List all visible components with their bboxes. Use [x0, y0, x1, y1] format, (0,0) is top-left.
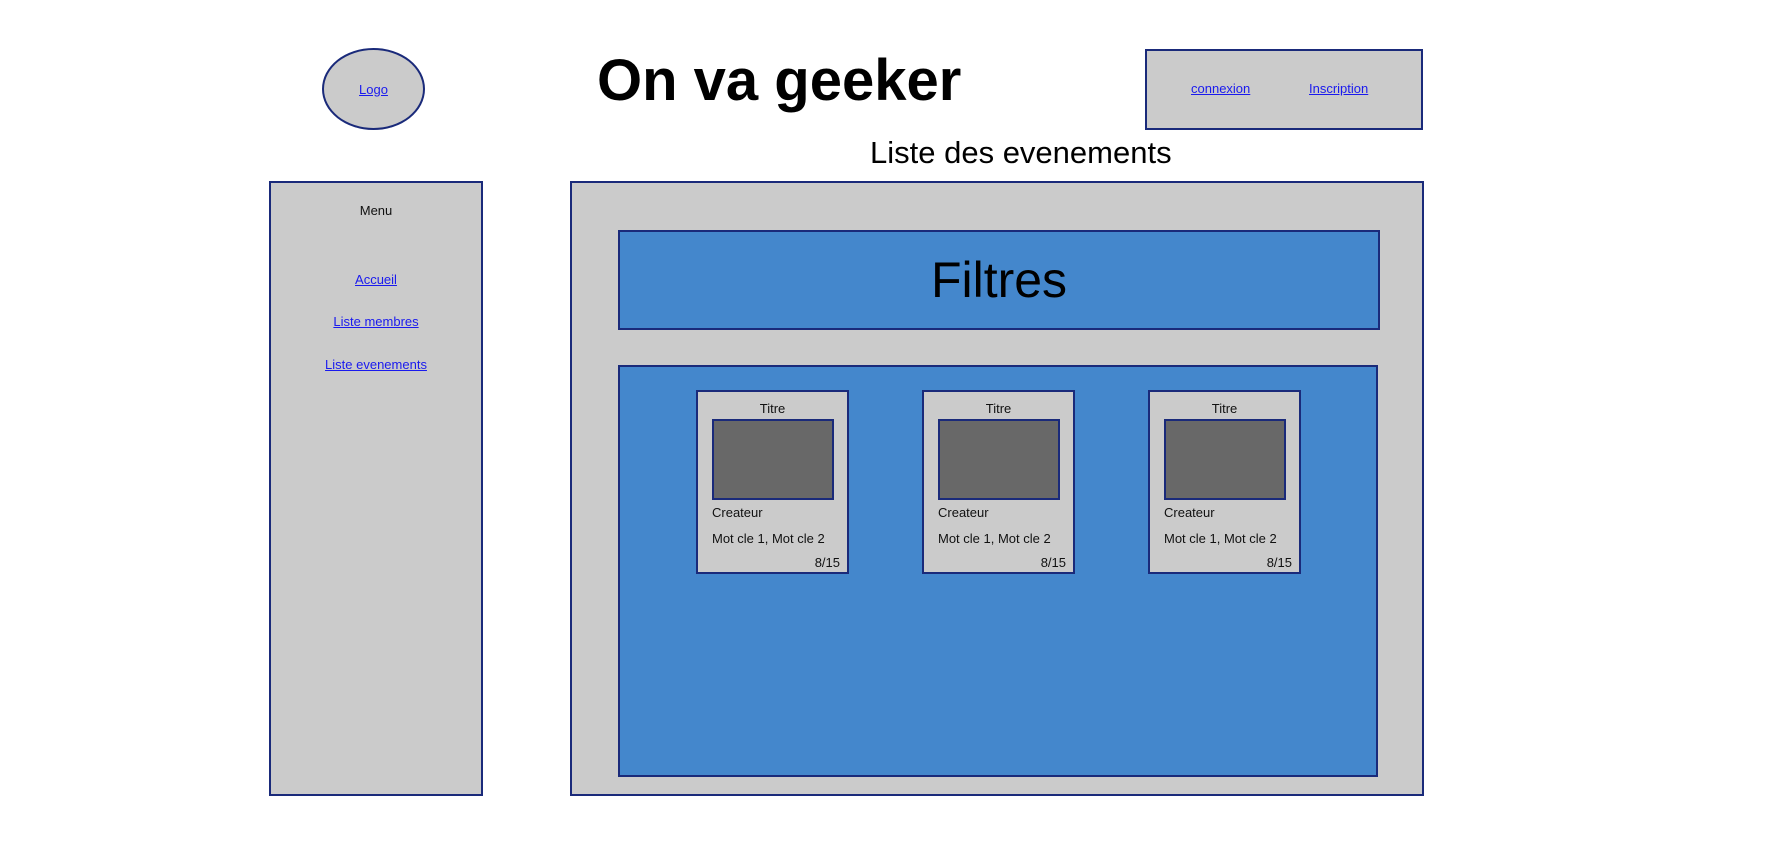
- event-title: Titre: [1211, 401, 1238, 416]
- page-subtitle: Liste des evenements: [870, 135, 1172, 170]
- event-participant-count: 8/15: [1266, 555, 1292, 570]
- event-creator: Createur: [712, 505, 763, 520]
- events-list: Titre Createur Mot cle 1, Mot cle 2 8/15…: [618, 365, 1378, 777]
- event-keywords: Mot cle 1, Mot cle 2: [712, 531, 825, 546]
- event-keywords: Mot cle 1, Mot cle 2: [938, 531, 1051, 546]
- filters-label: Filtres: [930, 252, 1068, 308]
- event-image: [1164, 419, 1286, 500]
- event-title: Titre: [759, 401, 786, 416]
- sidebar-item-label[interactable]: Liste membres: [333, 314, 419, 329]
- auth-box: connexion Inscription: [1145, 49, 1423, 130]
- sidebar-item-accueil[interactable]: Accueil: [271, 271, 481, 289]
- event-card[interactable]: Titre Createur Mot cle 1, Mot cle 2 8/15: [1148, 390, 1301, 574]
- sidebar-title: Menu: [359, 203, 393, 218]
- sidebar-menu: Menu Accueil Liste membres Liste eveneme…: [269, 181, 483, 796]
- main-panel: Filtres Titre Createur Mot cle 1, Mot cl…: [570, 181, 1424, 796]
- sidebar-item-liste-membres[interactable]: Liste membres: [271, 313, 481, 331]
- sidebar-item-label[interactable]: Accueil: [355, 272, 397, 287]
- event-image: [712, 419, 834, 500]
- event-participant-count: 8/15: [814, 555, 840, 570]
- event-card[interactable]: Titre Createur Mot cle 1, Mot cle 2 8/15: [922, 390, 1075, 574]
- event-participant-count: 8/15: [1040, 555, 1066, 570]
- event-card[interactable]: Titre Createur Mot cle 1, Mot cle 2 8/15: [696, 390, 849, 574]
- sidebar-item-label[interactable]: Liste evenements: [325, 357, 427, 372]
- filters-panel[interactable]: Filtres: [618, 230, 1380, 330]
- site-title: On va geeker: [597, 48, 962, 113]
- event-creator: Createur: [938, 505, 989, 520]
- event-title: Titre: [985, 401, 1012, 416]
- event-image: [938, 419, 1060, 500]
- sidebar-item-liste-evenements[interactable]: Liste evenements: [271, 356, 481, 374]
- logo-link[interactable]: Logo: [359, 81, 388, 97]
- logo[interactable]: Logo: [322, 48, 425, 130]
- register-link[interactable]: Inscription: [1309, 81, 1369, 96]
- event-keywords: Mot cle 1, Mot cle 2: [1164, 531, 1277, 546]
- event-creator: Createur: [1164, 505, 1215, 520]
- login-link[interactable]: connexion: [1191, 81, 1251, 96]
